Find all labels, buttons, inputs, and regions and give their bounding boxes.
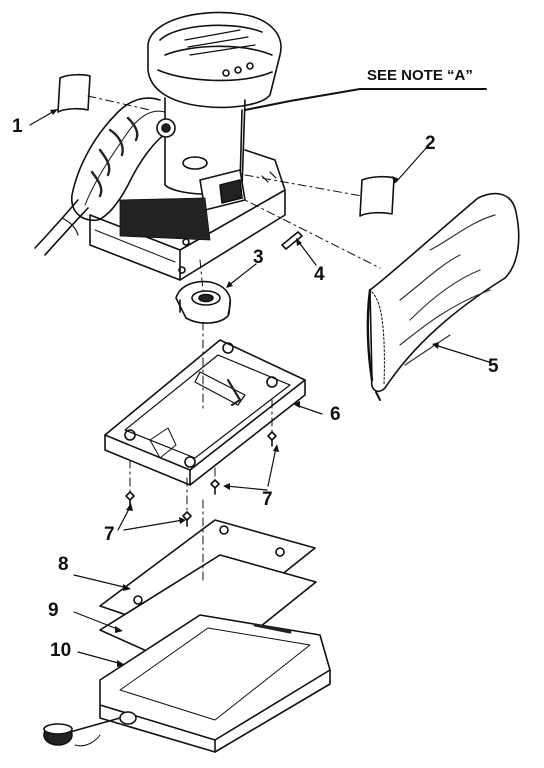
callout-7-left: 7 bbox=[104, 524, 115, 545]
callout-4: 4 bbox=[314, 264, 325, 285]
part-2-label-sticker bbox=[359, 175, 395, 217]
part-10-base-assembly bbox=[43, 614, 331, 753]
callout-2: 2 bbox=[425, 133, 436, 154]
sander-body bbox=[34, 11, 286, 281]
part-4-pin bbox=[281, 231, 303, 250]
callout-9: 9 bbox=[48, 600, 59, 621]
callout-7-right: 7 bbox=[262, 489, 273, 510]
assembly-center-lines bbox=[87, 95, 381, 581]
callout-6: 6 bbox=[330, 404, 341, 425]
part-6-platen bbox=[104, 339, 306, 486]
callout-5: 5 bbox=[488, 356, 499, 377]
see-note-label: SEE NOTE “A” bbox=[367, 67, 473, 84]
callout-8: 8 bbox=[58, 554, 69, 575]
leader-arrowheads bbox=[50, 109, 439, 667]
callout-3: 3 bbox=[253, 247, 264, 268]
part-1-label-sticker bbox=[57, 73, 91, 113]
part-7-screws bbox=[125, 431, 277, 527]
callout-1: 1 bbox=[12, 116, 23, 137]
part-3-clamp-knob bbox=[175, 280, 232, 324]
callout-labels: SEE NOTE “A” 1 2 3 4 5 6 7 7 8 9 10 bbox=[12, 67, 499, 661]
callout-10: 10 bbox=[50, 640, 71, 661]
part-5-dust-bag bbox=[366, 192, 520, 401]
